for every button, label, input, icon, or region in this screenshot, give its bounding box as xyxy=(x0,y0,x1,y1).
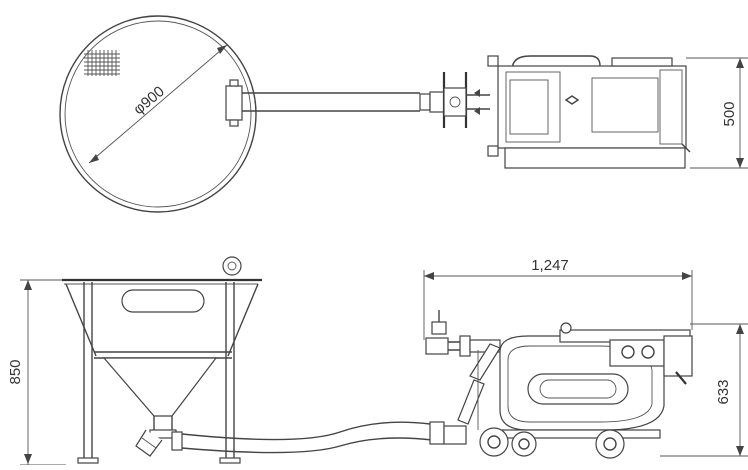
hopper-height-label: 850 xyxy=(7,359,24,384)
hopper-window xyxy=(121,289,205,313)
wheels xyxy=(479,427,625,459)
tank-top: φ900 xyxy=(59,15,257,213)
diameter-arrow-a xyxy=(89,154,99,163)
width-label: 500 xyxy=(721,101,738,126)
lifting-eye xyxy=(222,256,242,276)
pump-length-dimension: 1,247 xyxy=(423,257,693,340)
hose-side xyxy=(171,421,445,454)
pump-height-label: 633 xyxy=(715,379,732,404)
pump-side xyxy=(425,310,693,459)
side-view: 850 xyxy=(7,256,748,466)
tank-diameter-label: φ900 xyxy=(130,83,168,118)
coupling-top xyxy=(419,72,490,128)
mesh-screen xyxy=(84,50,120,76)
pump-top xyxy=(487,55,691,169)
hose-top xyxy=(242,92,420,112)
tank-inner-rim xyxy=(64,20,252,208)
pump-length-label: 1,247 xyxy=(531,257,569,274)
diameter-arrow-b xyxy=(217,45,227,54)
pump-window xyxy=(527,373,629,405)
tank-outlet-port xyxy=(225,85,243,121)
top-view: φ900 xyxy=(59,15,748,213)
diameter-line xyxy=(88,44,228,164)
hopper-side xyxy=(62,256,262,464)
hopper-height-dimension: 850 xyxy=(7,279,66,466)
tank-outer-rim xyxy=(59,15,257,213)
width-dimension: 500 xyxy=(686,57,748,169)
pump-height-dimension: 633 xyxy=(660,323,748,457)
